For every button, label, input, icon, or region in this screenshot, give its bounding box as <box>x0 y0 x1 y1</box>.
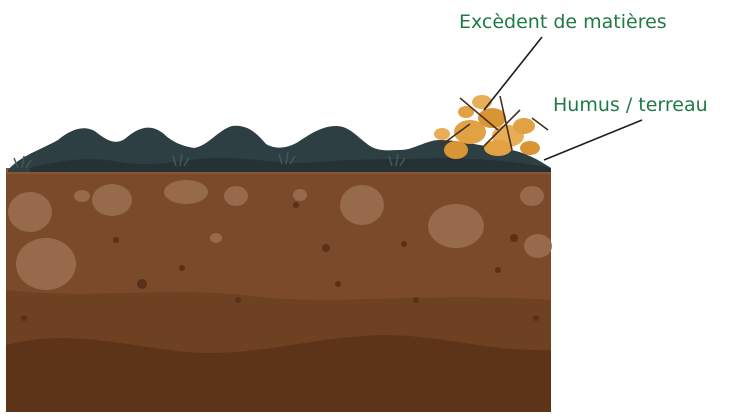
pebble <box>235 297 241 303</box>
soil-block <box>6 168 551 412</box>
stone <box>340 185 384 225</box>
pebble <box>137 279 147 289</box>
leaf <box>444 141 468 159</box>
pebble <box>113 237 119 243</box>
stone <box>524 234 552 258</box>
stone <box>164 180 208 204</box>
stone <box>428 204 484 248</box>
leaf <box>520 141 540 155</box>
leaf <box>513 118 535 134</box>
leader-line-humus <box>544 120 642 160</box>
pebble <box>322 244 330 252</box>
pebble <box>495 267 501 273</box>
pebble <box>335 281 341 287</box>
stone <box>224 186 248 206</box>
pebble <box>21 315 27 321</box>
stone <box>293 189 307 201</box>
stone <box>16 238 76 290</box>
stone <box>8 192 52 232</box>
pebble <box>533 315 539 321</box>
stone <box>92 184 132 216</box>
pebble <box>293 202 299 208</box>
pebble <box>510 234 518 242</box>
label-excess-material: Excèdent de matières <box>459 11 667 33</box>
excess-leaf-pile <box>434 95 548 159</box>
pebble <box>413 297 419 303</box>
stone <box>520 186 544 206</box>
pebble <box>179 265 185 271</box>
leaf <box>434 128 450 140</box>
stone <box>74 190 90 202</box>
label-humus: Humus / terreau <box>553 94 708 116</box>
leader-line-excess <box>484 37 542 110</box>
leaf <box>472 95 492 109</box>
stone <box>210 233 222 243</box>
pebble <box>401 241 407 247</box>
